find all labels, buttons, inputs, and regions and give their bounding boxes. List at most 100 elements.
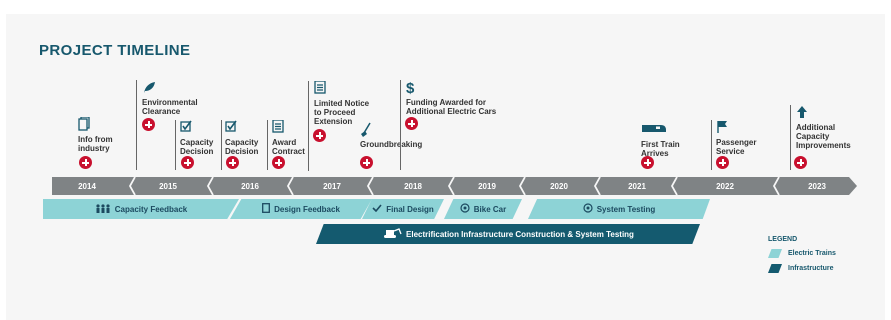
plus-icon[interactable] bbox=[313, 129, 326, 142]
event-label-line1: Additional bbox=[796, 123, 836, 132]
flag-icon bbox=[716, 120, 756, 136]
year-label: 2019 bbox=[478, 182, 496, 191]
timeline-panel bbox=[6, 14, 885, 320]
year-axis bbox=[52, 177, 857, 195]
event-environmental-clearance: Environmental Clearance bbox=[142, 80, 198, 116]
event-groundbreaking: Groundbreaking bbox=[360, 122, 422, 149]
plus-icon[interactable] bbox=[716, 156, 729, 169]
plus-icon[interactable] bbox=[794, 156, 807, 169]
arrow-up-icon bbox=[796, 105, 851, 121]
page-title: PROJECT TIMELINE bbox=[39, 42, 191, 59]
phase-label: Bike Car bbox=[473, 204, 507, 214]
dollar-icon: $ bbox=[406, 80, 496, 97]
legend-swatch-infrastructure bbox=[768, 264, 782, 273]
train-icon bbox=[641, 122, 680, 138]
event-label-line1: Funding Awarded for bbox=[406, 98, 486, 107]
year-label: 2014 bbox=[78, 182, 96, 191]
event-stem bbox=[400, 80, 401, 170]
phase-capacity-feedback[interactable]: Capacity Feedback bbox=[43, 199, 239, 219]
document-icon bbox=[262, 203, 271, 215]
checkmark-icon bbox=[372, 204, 382, 214]
year-label: 2023 bbox=[808, 182, 826, 191]
plus-icon[interactable] bbox=[142, 118, 155, 131]
contract-icon bbox=[272, 119, 305, 136]
year-label: 2020 bbox=[550, 182, 568, 191]
event-stem bbox=[221, 120, 222, 170]
event-label-line1: Award bbox=[272, 138, 297, 147]
event-label-line3: Improvements bbox=[796, 141, 851, 150]
svg-text:$: $ bbox=[406, 80, 415, 95]
plus-icon[interactable] bbox=[272, 156, 285, 169]
phase-label: Capacity Feedback bbox=[114, 204, 188, 214]
phase-design-feedback[interactable]: Design Feedback bbox=[230, 199, 372, 219]
event-label-line1: Groundbreaking bbox=[360, 140, 423, 149]
event-limited-notice: Limited Notice to Proceed Extension bbox=[314, 80, 370, 126]
bike-icon bbox=[460, 203, 470, 215]
event-label-line2: Clearance bbox=[142, 107, 181, 116]
event-label-line2: Arrives bbox=[641, 149, 669, 158]
phase-label: System Testing bbox=[596, 204, 656, 214]
event-label-line1: Capacity bbox=[225, 138, 259, 147]
event-label-line2: Service bbox=[716, 147, 745, 156]
event-passenger-service: Passenger Service bbox=[716, 120, 756, 156]
plus-icon[interactable] bbox=[181, 156, 194, 169]
legend-label-electric-trains: Electric Trains bbox=[788, 250, 836, 257]
phase-system-testing[interactable]: System Testing bbox=[528, 199, 710, 219]
phase-final-design[interactable]: Final Design bbox=[362, 199, 444, 219]
phase-label: Electrification Infrastructure Construct… bbox=[406, 229, 634, 239]
notice-icon bbox=[314, 80, 369, 97]
event-stem bbox=[175, 120, 176, 170]
phase-bike-car[interactable]: Bike Car bbox=[444, 199, 522, 219]
event-label-line1: Info from bbox=[78, 135, 113, 144]
plus-icon[interactable] bbox=[641, 156, 654, 169]
event-additional-capacity: Additional Capacity Improvements bbox=[796, 105, 851, 150]
plus-icon[interactable] bbox=[405, 117, 418, 130]
phase-label: Final Design bbox=[386, 204, 434, 214]
checkbox-icon bbox=[225, 120, 258, 136]
event-label-line2: Decision bbox=[180, 147, 214, 156]
event-label-line1: First Train bbox=[641, 140, 680, 149]
event-capacity-decision-2016: Capacity Decision bbox=[225, 120, 258, 156]
phase-electrification[interactable]: Electrification Infrastructure Construct… bbox=[316, 224, 700, 244]
event-label-line1: Passenger bbox=[716, 138, 757, 147]
legend-swatch-electric-trains bbox=[768, 249, 782, 258]
target-icon bbox=[583, 203, 593, 215]
event-label-line2: Capacity bbox=[796, 132, 830, 141]
event-capacity-decision-2015: Capacity Decision bbox=[180, 120, 213, 156]
year-label: 2017 bbox=[323, 182, 341, 191]
year-label: 2018 bbox=[404, 182, 422, 191]
event-funding-awarded: $ Funding Awarded for Additional Electri… bbox=[406, 80, 496, 116]
event-label-line2: industry bbox=[78, 144, 110, 153]
event-label-line1: Capacity bbox=[180, 138, 214, 147]
legend-title: LEGEND bbox=[768, 236, 798, 243]
event-stem bbox=[790, 105, 791, 170]
event-label-line1: Limited Notice bbox=[314, 99, 370, 108]
event-label-line2: Contract bbox=[272, 147, 305, 156]
event-label-line2: Additional Electric Cars bbox=[406, 107, 497, 116]
event-stem bbox=[267, 120, 268, 170]
event-award-contract: Award Contract bbox=[272, 119, 305, 156]
year-label: 2021 bbox=[628, 182, 646, 191]
plus-icon[interactable] bbox=[79, 156, 92, 169]
phase-label: Design Feedback bbox=[274, 204, 340, 214]
leaf-icon bbox=[142, 80, 198, 96]
event-label-line1: Environmental bbox=[142, 98, 198, 107]
event-stem bbox=[711, 120, 712, 170]
event-stem bbox=[308, 81, 309, 171]
legend-label-infrastructure: Infrastructure bbox=[788, 265, 834, 272]
shovel-icon bbox=[360, 122, 422, 138]
event-first-train-arrives: First Train Arrives bbox=[641, 122, 680, 158]
event-label-line2: to Proceed bbox=[314, 108, 356, 117]
plus-icon[interactable] bbox=[226, 156, 239, 169]
event-info-from-industry: Info from industry bbox=[78, 116, 113, 153]
year-label: 2016 bbox=[241, 182, 259, 191]
year-label: 2015 bbox=[159, 182, 177, 191]
event-label-line3: Extension bbox=[314, 117, 353, 126]
document-copy-icon bbox=[78, 116, 113, 133]
event-stem bbox=[136, 80, 137, 170]
bulldozer-icon bbox=[382, 227, 402, 241]
event-label-line2: Decision bbox=[225, 147, 259, 156]
plus-icon[interactable] bbox=[360, 156, 373, 169]
people-icon bbox=[95, 203, 111, 215]
year-label: 2022 bbox=[716, 182, 734, 191]
